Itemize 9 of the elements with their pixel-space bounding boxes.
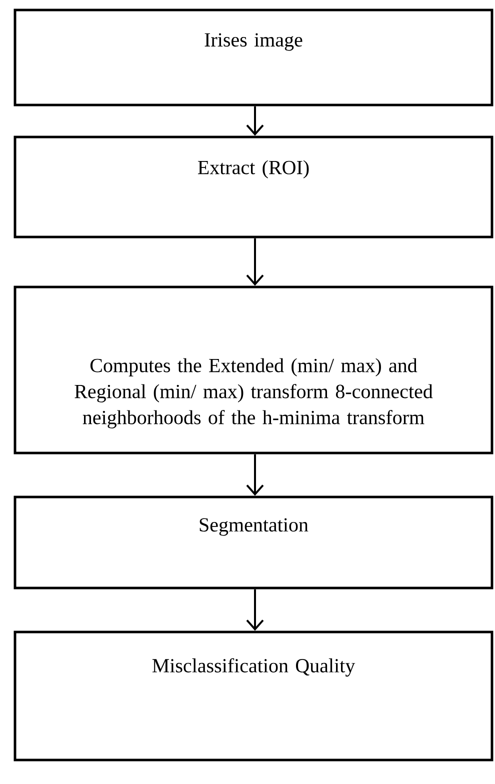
arrow (246, 454, 264, 496)
arrow (246, 106, 264, 136)
process-box: Irises image (14, 8, 494, 106)
process-box: Computes the Extended (min/ max) and Regional (min/ max) transform 8-connected neighborhoods of the h-minima transform (14, 286, 494, 454)
arrow (246, 589, 264, 631)
process-box: Misclassification Quality (14, 630, 494, 762)
arrow (246, 238, 264, 286)
process-box: Extract (ROI) (14, 136, 494, 238)
process-box: Segmentation (14, 496, 494, 590)
